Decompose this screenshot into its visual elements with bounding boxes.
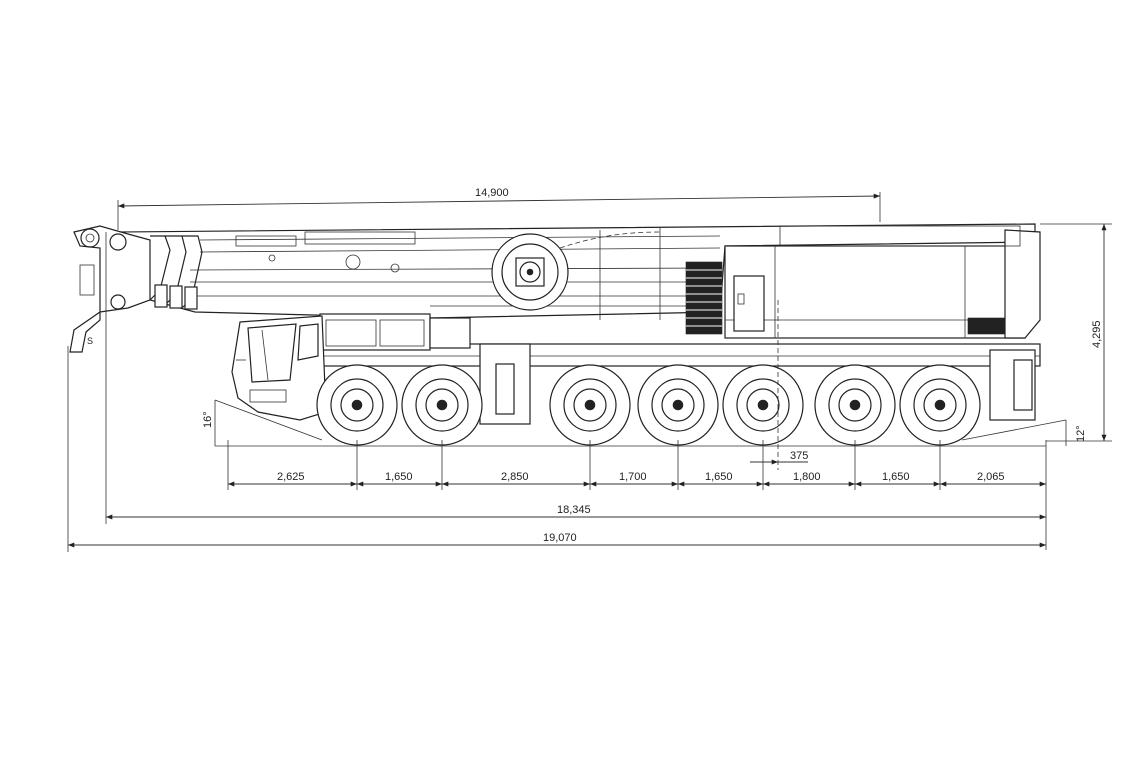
axle-spacing-label: 1,650	[705, 471, 733, 483]
boom-head: S	[69, 225, 203, 353]
winch-drum	[491, 231, 661, 311]
height-label: 4,295	[1091, 320, 1103, 348]
wheel	[637, 364, 719, 446]
telescopic-boom	[117, 223, 1036, 320]
dimension-lines: 14,900 4,295 16° 12° 375	[67, 187, 1112, 552]
departure-angle-label: 12°	[1075, 425, 1087, 442]
wheel-set	[316, 364, 981, 446]
axle-spacing-label: 2,065	[977, 471, 1005, 483]
svg-text:S: S	[87, 336, 93, 346]
boom-length-label: 14,900	[475, 187, 509, 199]
axle-spacing-label: 2,850	[501, 471, 529, 483]
superstructure	[685, 225, 1041, 339]
crane-body: S	[69, 223, 1041, 425]
approach-angle-label: 16°	[202, 411, 214, 428]
wheel	[401, 364, 483, 446]
offset-label: 375	[790, 450, 808, 462]
wheelbase-total-label: 18,345	[557, 504, 591, 516]
carrier-chassis	[299, 313, 1041, 425]
axle-spacing-label: 2,625	[277, 471, 305, 483]
axle-spacing-label: 1,650	[385, 471, 413, 483]
wheel	[549, 364, 631, 446]
axle-spacing-label: 1,800	[793, 471, 821, 483]
axle-spacing-label: 1,700	[619, 471, 647, 483]
wheel	[722, 364, 804, 446]
boom-length-dimension-line	[117, 193, 881, 209]
driver-cab	[231, 315, 327, 421]
wheel	[814, 364, 896, 446]
wheel	[899, 364, 981, 446]
axle-spacing-label: 1,650	[882, 471, 910, 483]
overall-length-label: 19,070	[543, 532, 577, 544]
axle-spacing-chain: 2,625 1,650 2,850 1,700 1,650 1,800 1,65…	[227, 440, 1047, 550]
wheel	[316, 364, 398, 446]
